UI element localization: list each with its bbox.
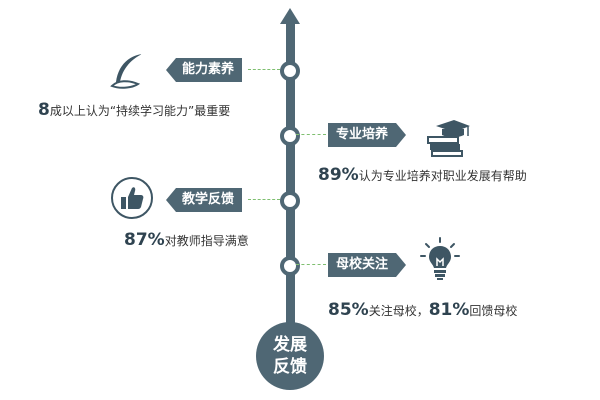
quill-pen-icon [110,53,143,89]
item-2-text: 认为专业培养对职业发展有帮助 [358,169,527,183]
connector-3 [248,199,280,200]
item-3-text: 对教师指导满意 [164,234,249,248]
item-1-text: 成以上认为“持续学习能力”最重要 [49,104,231,118]
item-2-stat: 89% [318,165,359,185]
timeline-axis [286,22,295,342]
item-4-description: 85%关注母校，81%回馈母校 [328,300,517,320]
item-3-stat: 87% [124,230,165,250]
timeline-node-1 [280,61,300,81]
item-2-description: 89%认为专业培养对职业发展有帮助 [318,165,527,185]
item-3-label-tag: 教学反馈 [165,188,243,212]
connector-2 [296,134,326,135]
item-4-stat-1: 85% [328,300,369,320]
item-3-description: 87%对教师指导满意 [124,230,249,250]
item-1-label-tag: 能力素养 [165,58,243,82]
hub-line-2: 反馈 [273,357,307,377]
timeline-node-4 [280,256,300,276]
connector-1 [248,69,280,70]
item-1-stat: 8 [38,100,50,120]
item-4-text-2: 回馈母校 [469,304,518,318]
light-bulb-icon [420,237,460,280]
connector-4 [296,264,326,265]
hub-circle: 发展 反馈 [256,322,324,390]
books-graduation-cap-icon [427,120,470,157]
item-4-label-tag: 母校关注 [328,253,407,277]
thumbs-up-icon [111,177,153,219]
item-2-label-tag: 专业培养 [328,123,407,147]
item-1-description: 8成以上认为“持续学习能力”最重要 [38,100,230,120]
hub-line-1: 发展 [273,335,307,355]
timeline-node-3 [280,191,300,211]
up-arrow-icon [280,8,300,24]
item-4-stat-2: 81% [428,300,470,320]
timeline-node-2 [280,126,300,146]
item-4-text-1: 关注母校， [368,304,429,318]
